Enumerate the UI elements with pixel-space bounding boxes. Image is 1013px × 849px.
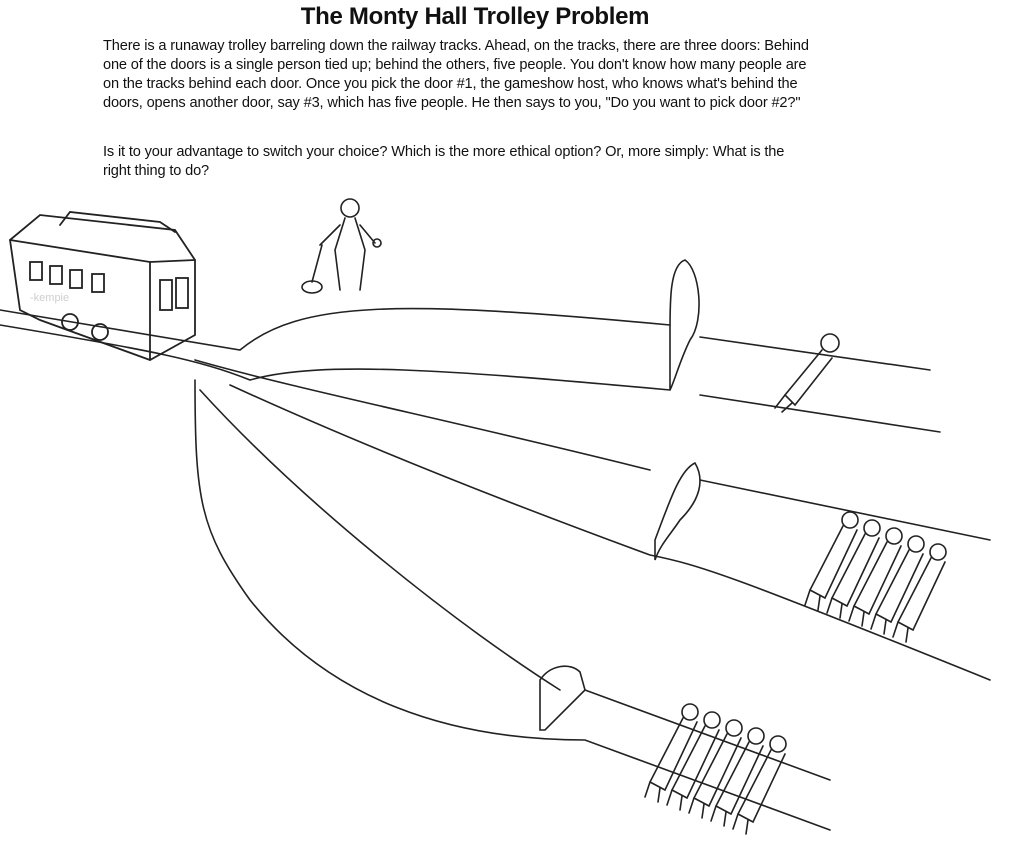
tied-person bbox=[666, 711, 721, 811]
tied-person bbox=[710, 727, 765, 827]
tied-person bbox=[732, 735, 787, 835]
problem-description: There is a runaway trolley barreling dow… bbox=[103, 37, 809, 113]
text-line: doors, opens another door, say #3, which… bbox=[103, 95, 801, 111]
tied-person bbox=[826, 519, 881, 619]
tied-person bbox=[892, 543, 947, 643]
door-1 bbox=[669, 259, 700, 391]
trolley bbox=[9, 211, 196, 361]
five-people-group-3 bbox=[644, 703, 787, 835]
text-line: on the tracks behind each door. Once you… bbox=[103, 76, 798, 92]
page-title: The Monty Hall Trolley Problem bbox=[300, 3, 650, 30]
tied-person bbox=[848, 527, 903, 627]
problem-question: Is it to your advantage to switch your c… bbox=[103, 143, 784, 181]
single-person bbox=[774, 333, 840, 413]
tied-person bbox=[870, 535, 925, 635]
text-line: There is a runaway trolley barreling dow… bbox=[103, 38, 809, 54]
door-2 bbox=[654, 461, 701, 561]
text-line: right thing to do? bbox=[103, 163, 210, 179]
tied-person bbox=[644, 703, 699, 803]
text-line: one of the doors is a single person tied… bbox=[103, 57, 807, 73]
lever-operator bbox=[301, 198, 382, 294]
door-3 bbox=[539, 665, 586, 731]
tied-person bbox=[688, 719, 743, 819]
tied-person bbox=[804, 511, 859, 611]
railway-tracks bbox=[0, 307, 991, 831]
five-people-group-2 bbox=[804, 511, 947, 643]
watermark: -kempie bbox=[30, 292, 70, 304]
text-line: Is it to your advantage to switch your c… bbox=[103, 144, 785, 160]
